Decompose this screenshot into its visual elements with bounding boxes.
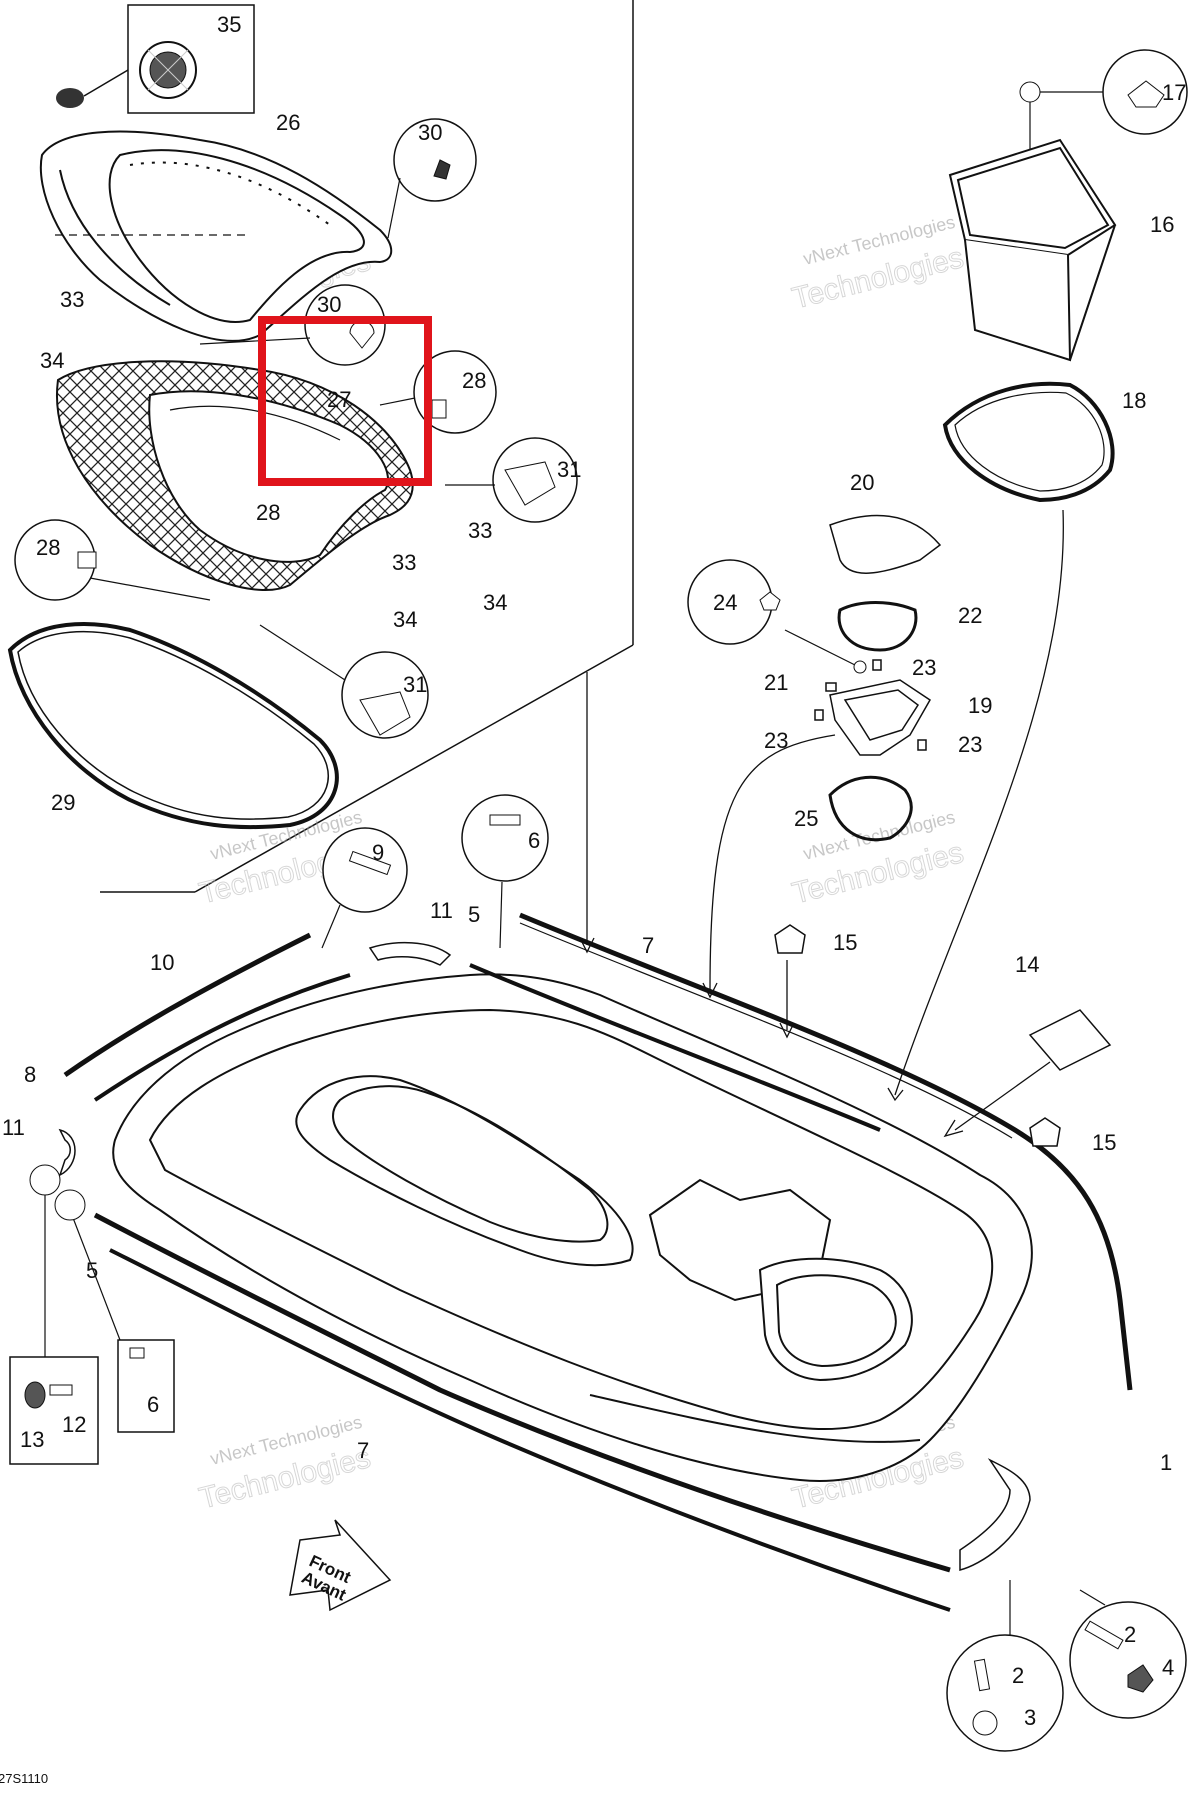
- callout-28: 28: [256, 500, 280, 525]
- callout-18: 18: [1122, 388, 1146, 413]
- callout-30: 30: [418, 120, 442, 145]
- callout-35: 35: [217, 12, 241, 37]
- callout-23: 23: [764, 728, 788, 753]
- callout-21: 21: [764, 670, 788, 695]
- part-19-glovebox: [814, 659, 931, 756]
- part-16-storage-bin: [948, 138, 1117, 362]
- callout-24: 24: [713, 590, 737, 615]
- callout-5: 5: [86, 1258, 98, 1283]
- callout-9: 9: [372, 840, 384, 865]
- callout-2: 2: [1124, 1622, 1136, 1647]
- callout-20: 20: [850, 470, 874, 495]
- callout-28: 28: [36, 535, 60, 560]
- hull: [112, 973, 1033, 1482]
- callout-33: 33: [468, 518, 492, 543]
- part-11-clip: [29, 1128, 86, 1221]
- callout-leaders-left: [89, 177, 503, 949]
- part-18-bin-gasket: [942, 381, 1115, 503]
- callout-7: 7: [642, 933, 654, 958]
- callout-34: 34: [393, 607, 417, 632]
- part-15-drain-plugs: [774, 924, 1061, 1147]
- callout-14: 14: [1015, 952, 1039, 977]
- callout-23: 23: [958, 732, 982, 757]
- callout-28: 28: [462, 368, 486, 393]
- callout-27: 27: [327, 387, 351, 412]
- callout-34: 34: [483, 590, 507, 615]
- callout-33: 33: [60, 287, 84, 312]
- callout-30: 30: [317, 292, 341, 317]
- rub-rails: [63, 912, 1133, 1612]
- callout-8: 8: [24, 1062, 36, 1087]
- callout-10: 10: [150, 950, 174, 975]
- callout-6: 6: [528, 828, 540, 853]
- callout-circles-left: [14, 118, 578, 913]
- callout-11: 11: [2, 1115, 25, 1140]
- callout-33: 33: [392, 550, 416, 575]
- callout-25: 25: [794, 806, 818, 831]
- callout-17: 17: [1162, 80, 1186, 105]
- part-29-seat-gasket: [7, 622, 339, 830]
- part-35-emblem: [56, 4, 255, 114]
- callout-12: 12: [62, 1412, 86, 1437]
- callout-19: 19: [968, 693, 992, 718]
- callout-29: 29: [51, 790, 75, 815]
- part-27-seat-frame: [56, 360, 414, 592]
- part-6-box: [69, 1209, 175, 1433]
- part-20-glovebox-lid: [829, 514, 942, 574]
- callout-labels: 35 26 30 30 33 34 27 28 31 28 28 33 33 3…: [2, 12, 1186, 1730]
- part-12-13-box: [9, 1190, 99, 1465]
- callout-15: 15: [1092, 1130, 1116, 1155]
- callout-3: 3: [1024, 1705, 1036, 1730]
- part-26-upper-seat-cover: [39, 130, 393, 342]
- part-25-gasket: [828, 775, 913, 842]
- figure-code: 27S1110: [0, 1771, 48, 1786]
- callout-31: 31: [403, 672, 427, 697]
- callout-11: 11: [430, 898, 453, 923]
- callout-16: 16: [1150, 212, 1174, 237]
- callout-15: 15: [833, 930, 857, 955]
- callout-part-icons: [77, 159, 556, 876]
- part-14-plate: [1028, 1009, 1112, 1071]
- watermark: vNext Technologies Technologies: [788, 212, 967, 316]
- callout-23: 23: [912, 655, 936, 680]
- callout-31: 31: [557, 457, 581, 482]
- callout-13: 13: [20, 1427, 44, 1452]
- callout-6: 6: [147, 1392, 159, 1417]
- watermark: vNext Technologies Technologies: [195, 1412, 374, 1516]
- part-22-lid-gasket: [837, 601, 918, 652]
- callout-34: 34: [40, 348, 64, 373]
- callout-26: 26: [276, 110, 300, 135]
- callout-4: 4: [1162, 1655, 1174, 1680]
- divider-lines: [100, 0, 634, 893]
- pointer-arrows: [579, 509, 1064, 1138]
- callout-22: 22: [958, 603, 982, 628]
- bottom-circle-parts: [972, 1580, 1154, 1736]
- part-24-circle: [687, 559, 867, 674]
- callout-5: 5: [468, 902, 480, 927]
- part-17-circle: [1019, 49, 1188, 160]
- callout-1: 1: [1160, 1450, 1172, 1475]
- callout-2: 2: [1012, 1663, 1024, 1688]
- highlight-box: [258, 316, 432, 486]
- callout-7: 7: [357, 1438, 369, 1463]
- front-direction-arrow: Front Avant: [289, 1519, 392, 1612]
